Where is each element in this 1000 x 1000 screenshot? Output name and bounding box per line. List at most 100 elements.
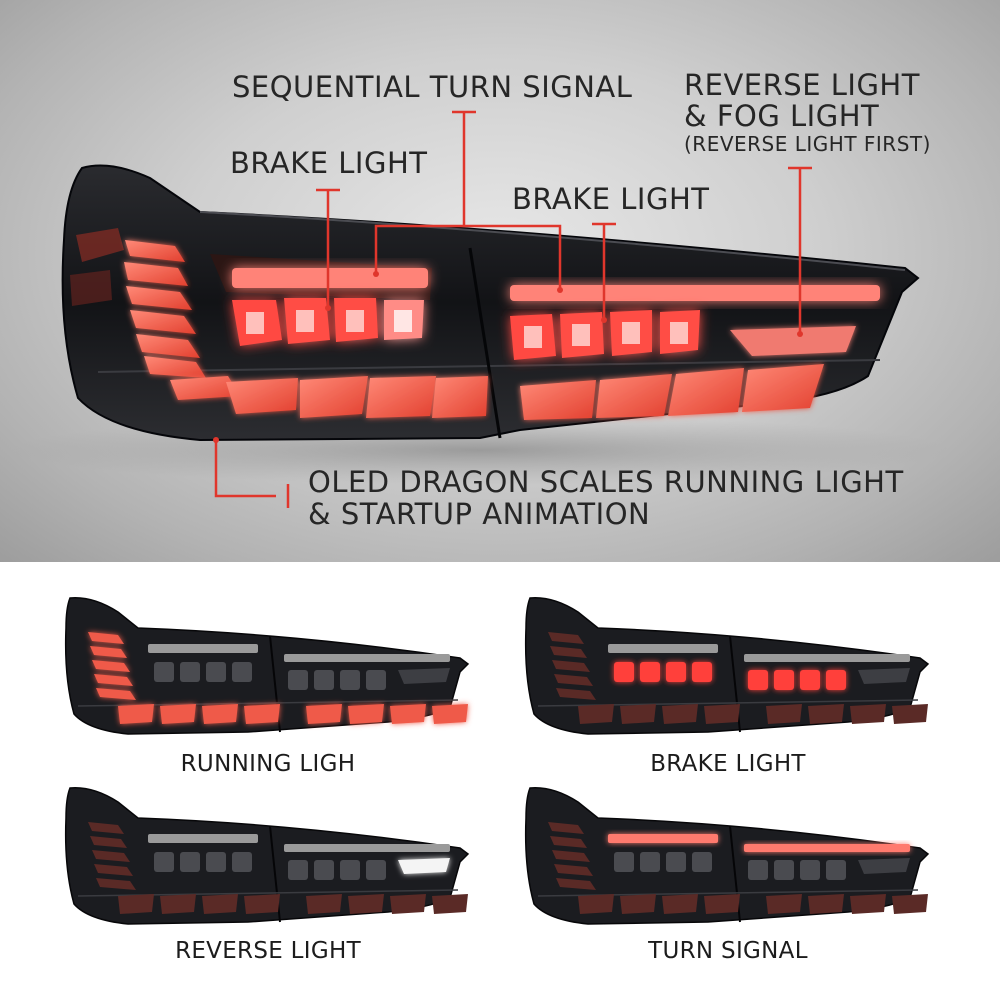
variant-image bbox=[64, 787, 470, 925]
variant-image bbox=[524, 787, 930, 925]
brake-cell bbox=[154, 662, 174, 682]
brake-cell bbox=[614, 852, 634, 872]
dragon-scale bbox=[94, 864, 133, 876]
brake-cell bbox=[774, 670, 794, 690]
dragon-scales bbox=[548, 632, 928, 724]
brake-cell bbox=[180, 662, 200, 682]
brake-cell bbox=[614, 662, 634, 682]
variant-label: BRAKE LIGHT bbox=[650, 751, 806, 777]
brake-cell bbox=[826, 860, 846, 880]
dragon-scale bbox=[552, 660, 590, 672]
dragon-scale bbox=[766, 894, 802, 914]
callout-oled-line1: OLED DRAGON SCALES RUNNING LIGHT bbox=[308, 465, 904, 499]
dragon-scale bbox=[390, 894, 426, 914]
turn-signal-bar-right bbox=[284, 844, 450, 852]
brake-cell bbox=[206, 662, 226, 682]
dragon-scale bbox=[892, 894, 928, 914]
hero-section: SEQUENTIAL TURN SIGNAL BRAKE LIGHT BRAKE… bbox=[0, 0, 1000, 562]
variant-brake-light: BRAKE LIGHT bbox=[508, 588, 948, 793]
dragon-scale bbox=[202, 704, 238, 724]
brake-cell bbox=[314, 670, 334, 690]
turn-signal-bar-right bbox=[284, 654, 450, 662]
turn-signal-bar-left bbox=[148, 834, 258, 843]
reverse-lamp bbox=[398, 858, 450, 874]
dragon-scale bbox=[808, 894, 844, 914]
dragon-scale bbox=[160, 894, 196, 914]
brake-cell bbox=[366, 670, 386, 690]
callout-reverse-note: (REVERSE LIGHT FIRST) bbox=[684, 132, 931, 156]
dragon-scale bbox=[620, 894, 656, 914]
dragon-scale bbox=[620, 704, 656, 724]
brake-cell bbox=[154, 852, 174, 872]
brake-cell bbox=[206, 852, 226, 872]
sequential-turn-bar-left bbox=[232, 268, 428, 288]
callout-sequential-turn-signal: SEQUENTIAL TURN SIGNAL bbox=[232, 70, 633, 104]
dragon-scale bbox=[92, 850, 130, 862]
dragon-scale bbox=[88, 632, 124, 644]
dragon-scale bbox=[244, 704, 280, 724]
turn-signal-bar-left bbox=[608, 644, 718, 653]
callout-brake-light-right: BRAKE LIGHT bbox=[512, 182, 710, 216]
dragon-scale bbox=[88, 822, 124, 834]
turn-signal-bar-right bbox=[744, 654, 910, 662]
dragon-scale bbox=[160, 704, 196, 724]
dragon-scale bbox=[578, 894, 614, 914]
variant-image bbox=[64, 597, 470, 735]
brake-cells-right bbox=[510, 310, 700, 360]
brake-cell bbox=[288, 670, 308, 690]
variant-running-light: RUNNING LIGH bbox=[48, 588, 488, 793]
dragon-scale bbox=[556, 878, 596, 890]
turn-signal-bar-left bbox=[608, 834, 718, 843]
brake-cell bbox=[640, 662, 660, 682]
dragon-scale bbox=[808, 704, 844, 724]
callout-reverse-line1: REVERSE LIGHT bbox=[684, 68, 920, 102]
dragon-scale bbox=[202, 894, 238, 914]
dragon-scales bbox=[88, 822, 468, 914]
dragon-scales bbox=[548, 822, 928, 914]
brake-cell bbox=[748, 670, 768, 690]
dragon-scale bbox=[306, 704, 342, 724]
brake-cell bbox=[666, 852, 686, 872]
dragon-scale bbox=[892, 704, 928, 724]
variant-label: TURN SIGNAL bbox=[648, 938, 808, 964]
dragon-scale bbox=[118, 894, 154, 914]
variant-image bbox=[524, 597, 930, 735]
callout-oled-dragon-scales: OLED DRAGON SCALES RUNNING LIGHT & START… bbox=[308, 466, 904, 530]
dragon-scale bbox=[550, 646, 587, 658]
dragon-scale bbox=[550, 836, 587, 848]
dragon-scale bbox=[306, 894, 342, 914]
dragon-scale bbox=[850, 704, 886, 724]
callout-oled-line2: & STARTUP ANIMATION bbox=[308, 497, 651, 531]
dragon-scale bbox=[766, 704, 802, 724]
brake-cell bbox=[180, 852, 200, 872]
dragon-scale bbox=[348, 894, 384, 914]
dragon-scale bbox=[390, 704, 426, 724]
dragon-scale bbox=[704, 704, 740, 724]
brake-cell bbox=[288, 860, 308, 880]
variant-turn-signal: TURN SIGNAL bbox=[508, 778, 948, 983]
tail-light-hero-image bbox=[10, 110, 950, 508]
dragon-scale bbox=[552, 850, 590, 862]
dragon-scale bbox=[96, 878, 136, 890]
brake-cells-left bbox=[232, 298, 424, 346]
brake-cell bbox=[692, 852, 712, 872]
dragon-scale bbox=[432, 704, 468, 724]
dragon-scale bbox=[554, 864, 593, 876]
dragon-scales-bottom bbox=[170, 364, 824, 420]
dragon-scale bbox=[90, 836, 127, 848]
dragon-scale bbox=[348, 704, 384, 724]
dragon-scale bbox=[548, 632, 584, 644]
dragon-scale bbox=[662, 894, 698, 914]
variant-reverse-light: REVERSE LIGHT bbox=[48, 778, 488, 983]
brake-cell bbox=[800, 860, 820, 880]
callout-brake-light-left: BRAKE LIGHT bbox=[230, 146, 428, 180]
dragon-scale bbox=[556, 688, 596, 700]
dragon-scale bbox=[118, 704, 154, 724]
turn-signal-bar-left bbox=[148, 644, 258, 653]
dragon-scale bbox=[662, 704, 698, 724]
brake-cell bbox=[640, 852, 660, 872]
callout-reverse-line2: & FOG LIGHT bbox=[684, 99, 880, 133]
dragon-scale bbox=[244, 894, 280, 914]
dragon-scale bbox=[850, 894, 886, 914]
brake-cell bbox=[232, 852, 252, 872]
